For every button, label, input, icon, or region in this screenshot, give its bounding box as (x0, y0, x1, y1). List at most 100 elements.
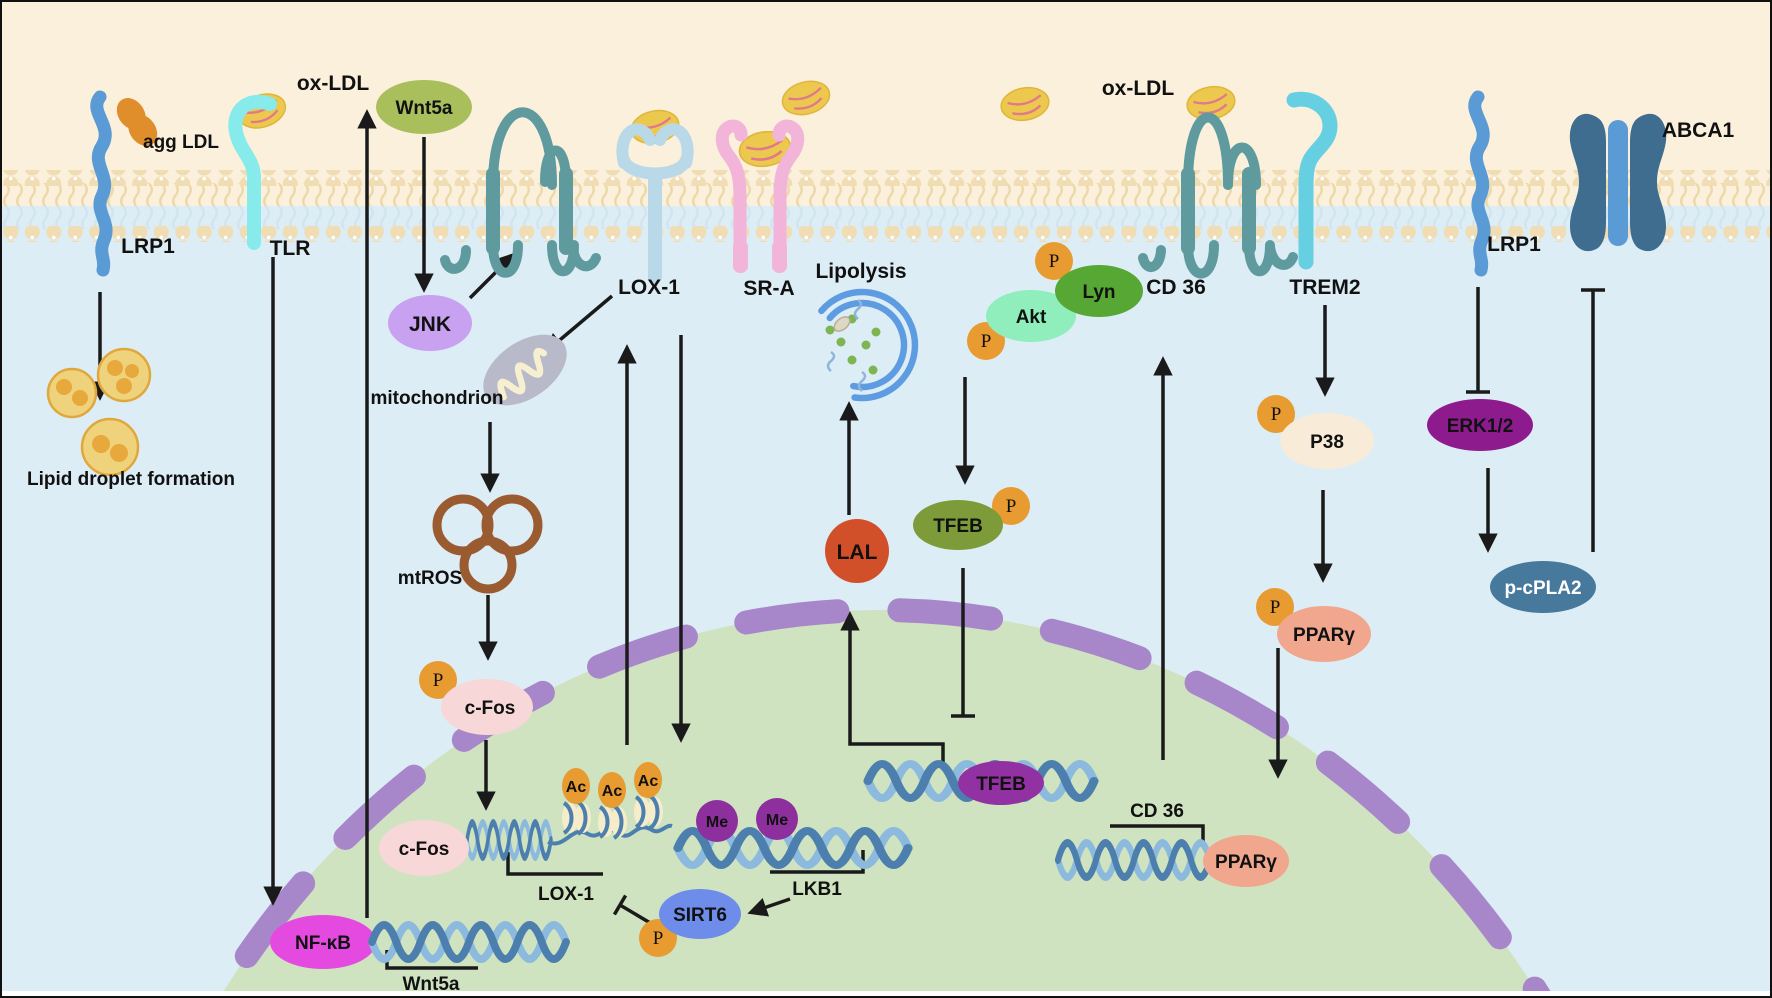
mtros-label: mtROS (398, 568, 462, 589)
wnt5a-gene-label: Wnt5a (403, 974, 460, 995)
bracket-lkb1-gene (770, 850, 865, 874)
trem2-label: TREM2 (1289, 276, 1360, 299)
cfos-label: c-Fos (399, 839, 450, 860)
lox1-receptor (616, 105, 694, 284)
lkb1-gene-label: LKB1 (792, 879, 842, 900)
pcpla2-protein: p-cPLA2 (1490, 561, 1596, 613)
lal-label: LAL (837, 541, 878, 564)
nfkb-label: NF-κB (295, 933, 351, 954)
trem2-receptor (1286, 91, 1338, 270)
ox-ldl-label-right: ox-LDL (1102, 77, 1174, 100)
phospho-icon (1035, 242, 1073, 280)
mtros-icon (432, 494, 543, 594)
ac-label: Ac (638, 773, 659, 790)
tbar-pcpla2-to-abca1 (1581, 288, 1605, 552)
jnk-label: JNK (409, 313, 451, 336)
phospho-label: P (1006, 496, 1017, 517)
tfeb-nuclear: TFEB (958, 761, 1044, 805)
membrane-heads-top (0, 170, 1772, 186)
cfos-nuclear: c-Fos (379, 820, 469, 876)
ac-label: Ac (566, 779, 587, 796)
mitochondrion-label: mitochondrion (371, 388, 504, 409)
arrows (90, 109, 1605, 970)
nucleosome: Ac (634, 762, 663, 830)
lrp1-label-right: LRP1 (1487, 233, 1541, 256)
bracket-cd36-gene (1110, 824, 1205, 845)
frizzled-receptor (440, 107, 601, 278)
nucleosome: Ac (598, 772, 627, 840)
lrp1-receptor-right (1468, 90, 1491, 277)
pparg-cytoplasm: P PPARγ (1256, 588, 1371, 662)
tfeb-cytoplasm: P TFEB (913, 487, 1030, 550)
phospho-label: P (1271, 404, 1282, 425)
phospho-label: P (1049, 251, 1060, 272)
arrow-tfeb-gene-to-lal (840, 611, 945, 762)
methylation-marks: Me Me (696, 798, 798, 842)
pcpla2-label: p-cPLA2 (1504, 578, 1581, 599)
lox1-receptor-label: LOX-1 (618, 276, 680, 299)
membrane-heads-bottom (0, 226, 1772, 242)
ox-ldl-label-left: ox-LDL (297, 72, 369, 95)
ac-mark-icon (598, 772, 626, 808)
p38-protein: P P38 (1257, 395, 1374, 469)
figure-bottom-margin (0, 991, 1772, 996)
lox1-gene-label: LOX-1 (538, 884, 594, 905)
cell-membrane (0, 170, 1772, 242)
erk12-label: ERK1/2 (1447, 416, 1514, 437)
wnt5a-protein: Wnt5a (376, 80, 472, 134)
tlr-label: TLR (270, 237, 311, 260)
abca1-transporter (1569, 113, 1667, 252)
phospho-label: P (981, 331, 992, 352)
wnt5a-label: Wnt5a (396, 98, 453, 119)
nucleus (205, 598, 1555, 998)
phospho-icon (1257, 395, 1295, 433)
membrane-tails-lower (0, 206, 1772, 229)
sra-receptor (715, 75, 835, 273)
me-mark-icon (756, 798, 798, 840)
arrow-jnk-to-receptor (468, 252, 516, 300)
cd36-receptor (1138, 81, 1298, 279)
ac-mark-icon (634, 762, 662, 798)
lipid-droplet (46, 367, 98, 419)
erk12-protein: ERK1/2 (1427, 399, 1533, 451)
phospho-label: P (653, 928, 664, 949)
pparg-label: PPARγ (1293, 625, 1355, 646)
lipid-droplet (80, 417, 140, 477)
arrow-lkb1-to-sirt6 (747, 897, 791, 917)
mitochondrion-icon (483, 334, 567, 406)
pparg-label: PPARγ (1215, 852, 1277, 873)
p38-label: P38 (1310, 432, 1344, 453)
nucleosome: Ac (562, 768, 591, 836)
lipolysis-vesicle (818, 288, 919, 402)
phospho-label: P (1270, 597, 1281, 618)
acetylated-nucleosomes: Ac Ac Ac (562, 762, 663, 840)
phospho-icon (419, 661, 457, 699)
lrp1-receptor-left (90, 90, 113, 277)
sra-label: SR-A (743, 277, 794, 300)
phospho-icon (992, 487, 1030, 525)
lal-protein: LAL (825, 519, 889, 583)
membrane-tails-upper (0, 183, 1772, 206)
nucleoplasm (219, 610, 1541, 998)
cfos-label: c-Fos (465, 698, 516, 719)
abca1-label: ABCA1 (1662, 119, 1735, 142)
sirt6-label: SIRT6 (673, 905, 727, 926)
cd36-receptor-label: CD 36 (1146, 276, 1206, 299)
tbar-tfeb-to-tfeb-gene (951, 568, 975, 718)
pparg-nuclear: PPARγ (1203, 835, 1289, 887)
akt-lyn-complex: P P Akt Lyn (967, 242, 1143, 360)
lyn-label: Lyn (1082, 282, 1115, 303)
akt-label: Akt (1016, 307, 1047, 328)
bracket-lox1-gene (506, 852, 603, 876)
lipid-droplets (46, 347, 152, 477)
lrp1-label-left: LRP1 (121, 235, 175, 258)
lipid-droplet (96, 347, 152, 403)
vesicle-contents (825, 314, 881, 375)
cd36-gene-label: CD 36 (1130, 801, 1184, 822)
tfeb-label: TFEB (976, 774, 1026, 795)
sirt6-protein: P SIRT6 (639, 889, 741, 957)
phospho-icon (1256, 588, 1294, 626)
agg-ldl-label: agg LDL (143, 132, 219, 153)
